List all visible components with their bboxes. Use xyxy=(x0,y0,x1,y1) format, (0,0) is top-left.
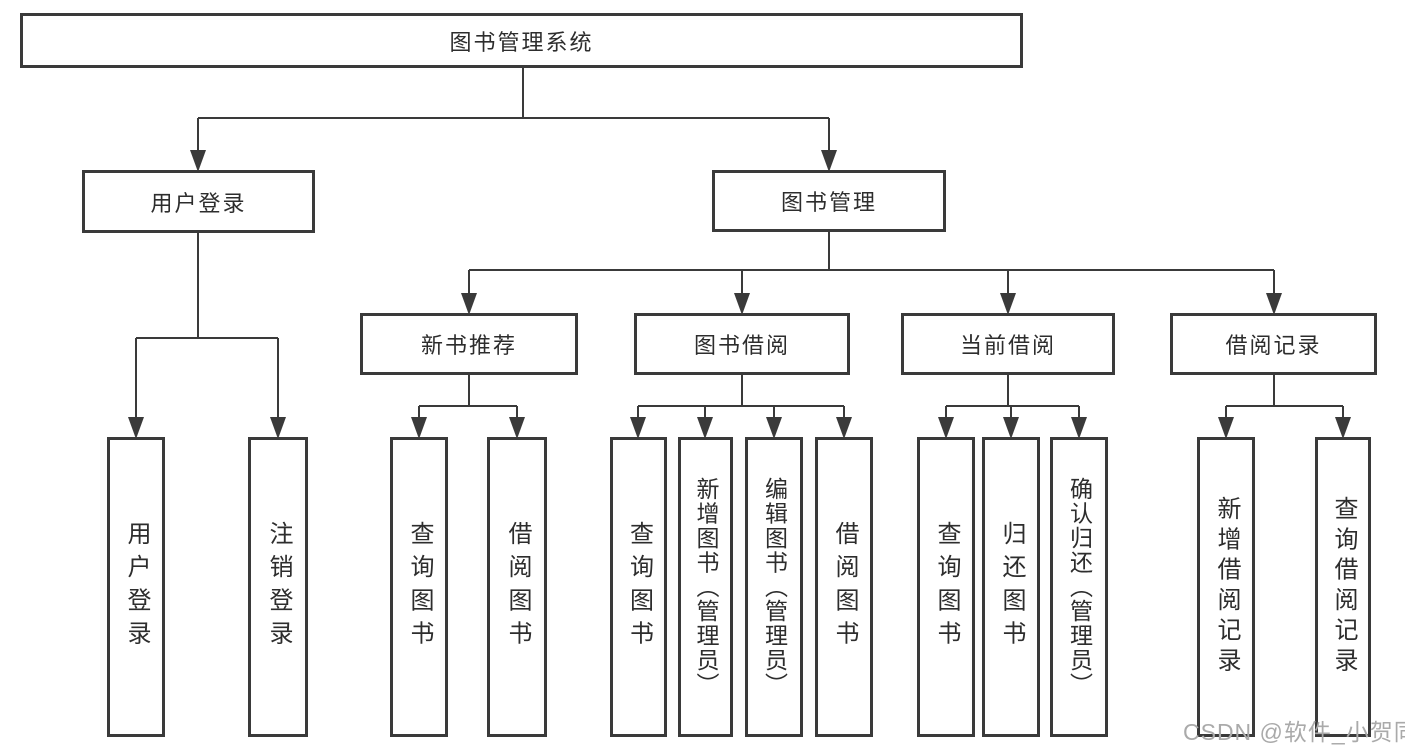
connector-new-book-group xyxy=(418,375,518,420)
arrowhead-down-icon xyxy=(509,417,525,439)
arrowhead-down-icon xyxy=(270,417,286,439)
arrowhead-down-icon xyxy=(461,293,477,315)
leaf-bb-query-books-label: 查询图书 xyxy=(625,520,653,654)
leaf-rec-query-books: 查询图书 xyxy=(390,437,448,737)
node-book-management: 图书管理 xyxy=(712,170,946,232)
leaf-logout: 注销登录 xyxy=(248,437,308,737)
arrowhead-down-icon xyxy=(734,293,750,315)
csdn-watermark: CSDN @软件_小贺同学 xyxy=(1183,719,1405,745)
node-root-system: 图书管理系统 xyxy=(20,13,1023,68)
arrowhead-down-icon xyxy=(1335,417,1351,439)
arrowhead-down-icon xyxy=(836,417,852,439)
connector-user-login-group xyxy=(135,233,279,420)
leaf-logout-label: 注销登录 xyxy=(265,520,292,654)
leaf-cb-return-books: 归还图书 xyxy=(982,437,1040,737)
leaf-cb-query-books-label: 查询图书 xyxy=(933,520,960,654)
arrowhead-down-icon xyxy=(697,417,713,439)
leaf-cb-query-books: 查询图书 xyxy=(917,437,975,737)
arrowhead-down-icon xyxy=(1218,417,1234,439)
leaf-rec-borrow-books-label: 借阅图书 xyxy=(504,520,531,654)
leaf-cb-confirm-return-admin: 确认归还（管理员） xyxy=(1050,437,1108,737)
node-current-borrowing: 当前借阅 xyxy=(901,313,1115,375)
leaf-br-add-record-label: 新增借阅记录 xyxy=(1213,496,1240,678)
arrowhead-down-icon xyxy=(1071,417,1087,439)
leaf-rec-query-books-label: 查询图书 xyxy=(406,520,433,654)
leaf-user-login: 用户登录 xyxy=(107,437,165,737)
arrowhead-down-icon xyxy=(128,417,144,439)
arrowhead-down-icon xyxy=(938,417,954,439)
arrowhead-down-icon xyxy=(766,417,782,439)
node-borrow-records: 借阅记录 xyxy=(1170,313,1377,375)
connector-root-to-level2 xyxy=(197,68,830,152)
node-user-login: 用户登录 xyxy=(82,170,315,233)
leaf-bb-borrow-books: 借阅图书 xyxy=(815,437,873,737)
connector-book-mgmt-group xyxy=(468,232,1275,296)
arrowhead-down-icon xyxy=(630,417,646,439)
leaf-br-query-record: 查询借阅记录 xyxy=(1315,437,1371,737)
connector-book-borrow-group xyxy=(637,375,845,420)
connector-borrow-records-group xyxy=(1225,375,1344,420)
leaf-bb-add-books-admin: 新增图书（管理员） xyxy=(678,437,733,737)
node-new-book-recommend: 新书推荐 xyxy=(360,313,578,375)
leaf-rec-borrow-books: 借阅图书 xyxy=(487,437,547,737)
arrowhead-down-icon xyxy=(411,417,427,439)
connector-current-borrow-group xyxy=(945,375,1080,420)
node-book-borrowing: 图书借阅 xyxy=(634,313,850,375)
arrowhead-down-icon xyxy=(190,150,206,172)
leaf-cb-confirm-return-admin-label: 确认归还（管理员） xyxy=(1066,477,1093,697)
arrowhead-down-icon xyxy=(1266,293,1282,315)
leaf-bb-query-books: 查询图书 xyxy=(610,437,667,737)
arrowhead-down-icon xyxy=(1003,417,1019,439)
arrowhead-down-icon xyxy=(1000,293,1016,315)
leaf-cb-return-books-label: 归还图书 xyxy=(998,520,1025,654)
leaf-bb-add-books-admin-label: 新增图书（管理员） xyxy=(693,477,719,697)
leaf-bb-edit-books-admin: 编辑图书（管理员） xyxy=(745,437,803,737)
leaf-user-login-label: 用户登录 xyxy=(123,520,150,654)
leaf-br-query-record-label: 查询借阅记录 xyxy=(1330,496,1357,678)
leaf-br-add-record: 新增借阅记录 xyxy=(1197,437,1255,737)
leaf-bb-borrow-books-label: 借阅图书 xyxy=(831,520,858,654)
arrowhead-down-icon xyxy=(821,150,837,172)
leaf-bb-edit-books-admin-label: 编辑图书（管理员） xyxy=(761,477,788,697)
